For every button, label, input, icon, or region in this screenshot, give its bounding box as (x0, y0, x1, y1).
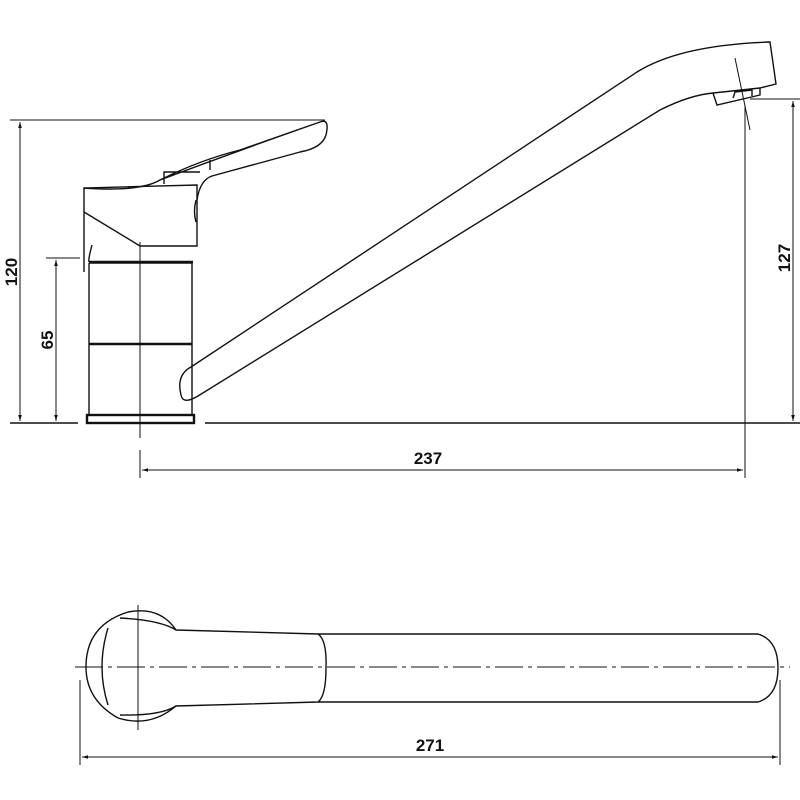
lever (83, 120, 328, 201)
dim-271-extension (79, 680, 781, 765)
body-band (89, 260, 193, 346)
dim-237-label: 237 (414, 449, 442, 468)
handle-top-outline (85, 610, 327, 722)
dim-271-label: 271 (416, 736, 444, 755)
side-view: 120 65 237 127 (2, 41, 800, 478)
dim-127-label: 127 (775, 244, 794, 272)
top-view: 271 (75, 605, 790, 765)
aerator (712, 87, 761, 99)
spout (179, 41, 777, 401)
dim-120-label: 120 (2, 258, 21, 286)
handle-pin (193, 199, 197, 223)
spout-top-outline (318, 633, 779, 703)
spout-centerline (734, 57, 751, 131)
handle-block (83, 184, 198, 272)
dim-65-label: 65 (38, 331, 57, 350)
